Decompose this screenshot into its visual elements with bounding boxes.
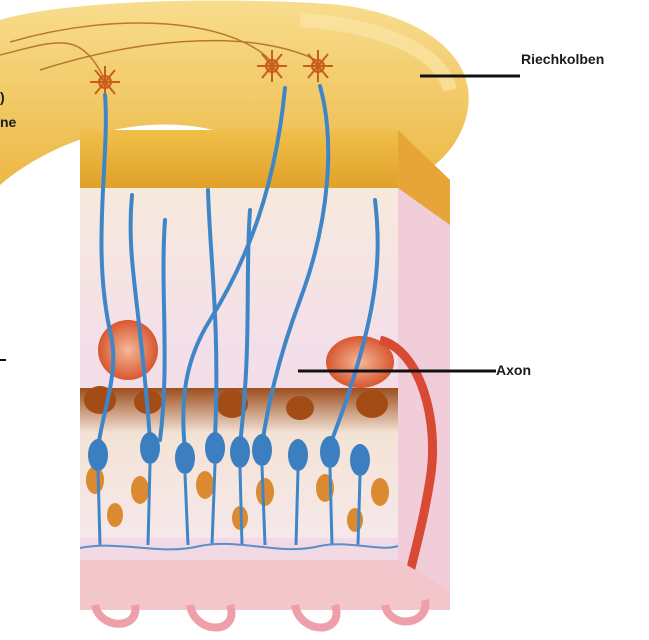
cribriform-band [80,130,398,188]
label-cut-left-2: ne [0,114,16,130]
mitral-cell [257,50,287,82]
label-riechkolben: Riechkolben [521,51,604,67]
mucous-layer [80,560,450,610]
label-cut-left-1: ) [0,89,5,105]
label-axon: Axon [496,362,531,378]
bowman-gland [98,320,158,380]
mitral-cell [303,50,333,82]
